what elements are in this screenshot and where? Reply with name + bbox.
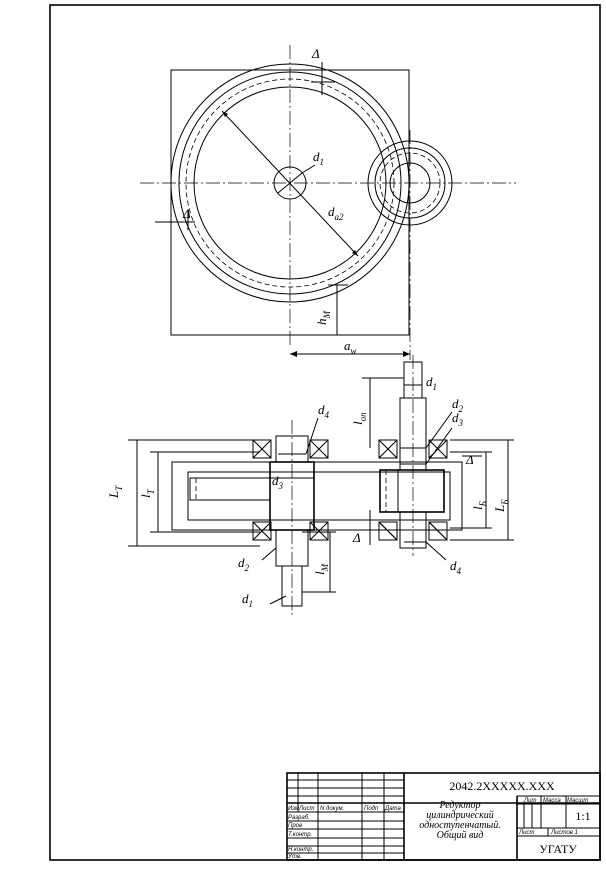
label-d1-top: d1 bbox=[313, 149, 324, 167]
label-aw: aw bbox=[344, 338, 357, 356]
drawing-name-2: цилиндрический bbox=[426, 810, 494, 821]
tb-row-prov: Пров bbox=[288, 823, 302, 829]
drawing-name-3: одноступенчатый. bbox=[419, 820, 500, 831]
bearing-fast-bl bbox=[378, 521, 398, 541]
label-d4-top: d4 bbox=[318, 402, 330, 420]
title-block: 2042.2XXXXX.XXX Редуктор цилиндрический … bbox=[286, 772, 601, 861]
bearing-slow-bl bbox=[252, 521, 272, 541]
label-delta-left: Δ bbox=[182, 206, 191, 221]
label-lB: lБ bbox=[470, 500, 488, 510]
tb-masshtab: Масшт bbox=[567, 798, 588, 804]
tb-massa: Масса bbox=[543, 798, 561, 804]
label-delta-right: Δ bbox=[465, 452, 474, 467]
d3-fast-leader bbox=[425, 427, 453, 465]
label-d3-slow: d3 bbox=[272, 473, 284, 491]
d4-leader-top bbox=[305, 417, 319, 455]
tb-organization: УГАТУ bbox=[539, 842, 577, 856]
da2-arrow-a bbox=[222, 111, 228, 117]
label-LB: LБ bbox=[492, 499, 510, 513]
tb-row-nkontr: Н.контр. bbox=[288, 847, 313, 853]
pinion-root-circle bbox=[379, 152, 441, 214]
tb-col-ndokum: N докум. bbox=[320, 806, 344, 812]
label-lop: lоп bbox=[350, 412, 368, 425]
label-LT: LТ bbox=[106, 485, 124, 499]
housing-inner bbox=[187, 471, 451, 521]
drawing-designation: 2042.2XXXXX.XXX bbox=[449, 779, 555, 793]
housing-outer bbox=[171, 461, 463, 531]
tb-row-tkontr: Т.контр. bbox=[288, 832, 312, 838]
d2-leader-bottom bbox=[261, 547, 277, 561]
top-view: Δ Δ d1 da2 hМ aw bbox=[140, 45, 516, 360]
label-d2-fast: d2 bbox=[452, 396, 464, 414]
tb-lit: Лит bbox=[523, 798, 536, 804]
tb-list-label: Лист bbox=[518, 830, 534, 836]
label-d1-fast: d1 bbox=[426, 374, 437, 392]
bearing-fast-tr bbox=[428, 439, 448, 459]
aw-arrow-b bbox=[403, 351, 410, 357]
tb-col-list: Лист bbox=[298, 806, 314, 812]
d1-leader-bottom bbox=[269, 595, 287, 605]
label-delta-bottom: Δ bbox=[352, 530, 361, 545]
sheet-frame bbox=[49, 4, 601, 861]
label-d1-slow: d1 bbox=[242, 591, 253, 609]
bearing-fast-br bbox=[428, 521, 448, 541]
drawing-name-4: Общий вид bbox=[437, 830, 484, 841]
aw-arrow-a bbox=[290, 351, 297, 357]
label-d3-fast: d3 bbox=[452, 410, 464, 428]
title-block-frame bbox=[286, 772, 601, 861]
d1-bore-dimension bbox=[277, 172, 303, 194]
label-d2-slow: d2 bbox=[238, 555, 250, 573]
bearing-slow-tr bbox=[309, 439, 329, 459]
tb-col-izm: Изм bbox=[288, 806, 299, 812]
section-view: LТ lТ lБ LБ lоп lМ d4 d3 d2 d1 d1 d2 d3 … bbox=[106, 355, 514, 615]
gear-rim-left bbox=[189, 477, 271, 501]
bearing-slow-tl bbox=[252, 439, 272, 459]
tb-scale-value: 1:1 bbox=[575, 809, 590, 823]
label-lm: lМ bbox=[312, 563, 330, 575]
drawing-name-1: Редуктор bbox=[438, 800, 480, 811]
d4-fast-leader bbox=[425, 541, 447, 561]
pinion-body bbox=[379, 469, 445, 513]
tb-row-razrab: Разраб. bbox=[288, 815, 310, 821]
da2-arrow-b bbox=[352, 250, 358, 256]
label-lT: lТ bbox=[138, 488, 156, 498]
d1-leader bbox=[301, 164, 316, 174]
label-d4-fast: d4 bbox=[450, 558, 462, 576]
label-delta-top: Δ bbox=[311, 46, 320, 61]
tb-col-data: Дата bbox=[384, 806, 401, 812]
bearing-slow-br bbox=[309, 521, 329, 541]
label-hm: hМ bbox=[314, 311, 332, 326]
tb-listov-label: Листов 1 bbox=[550, 830, 578, 836]
tb-col-podp: Подп bbox=[364, 806, 379, 812]
tb-row-utv: Утв. bbox=[287, 854, 302, 860]
bearing-fast-tl bbox=[378, 439, 398, 459]
label-da2: da2 bbox=[328, 204, 344, 222]
d2-fast-leader bbox=[425, 411, 453, 449]
